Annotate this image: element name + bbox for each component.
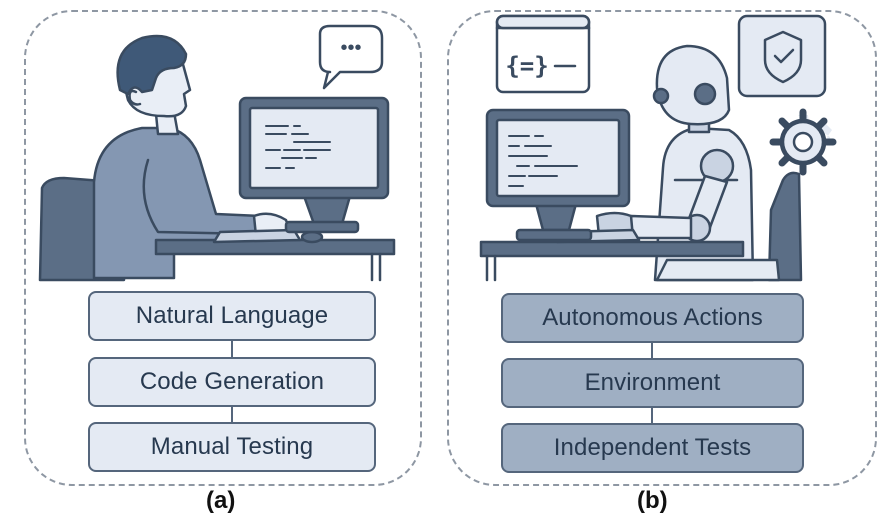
step-autonomous-actions: Autonomous Actions <box>501 293 804 343</box>
desk <box>479 240 745 258</box>
connector <box>651 408 653 423</box>
step-natural-language: Natural Language <box>88 291 376 341</box>
keyboard <box>212 228 302 244</box>
gear-icon <box>769 108 837 176</box>
step-environment: Environment <box>501 358 804 408</box>
step-code-generation: Code Generation <box>88 357 376 407</box>
connector <box>651 343 653 358</box>
person-hair <box>116 34 188 96</box>
caption-a: (a) <box>206 487 236 514</box>
panel-a-frame <box>24 10 422 486</box>
robot-head <box>655 44 731 126</box>
panel-b-frame <box>447 10 877 486</box>
speech-bubble-dots: ••• <box>340 37 361 59</box>
code-window-icon <box>495 14 591 94</box>
step-independent-tests: Independent Tests <box>501 423 804 473</box>
step-manual-testing: Manual Testing <box>88 422 376 472</box>
desk <box>154 238 396 256</box>
shield-check-icon <box>737 14 827 98</box>
code-icon-glyph: {=} <box>505 52 548 80</box>
caption-b: (b) <box>637 487 668 514</box>
human-developer-illustration: ••• <box>38 24 396 282</box>
connector <box>231 407 233 422</box>
person-arm <box>142 158 258 236</box>
connector <box>231 341 233 357</box>
speech-bubble-icon <box>318 24 384 90</box>
robot-agent-illustration: {=} <box>479 14 837 282</box>
